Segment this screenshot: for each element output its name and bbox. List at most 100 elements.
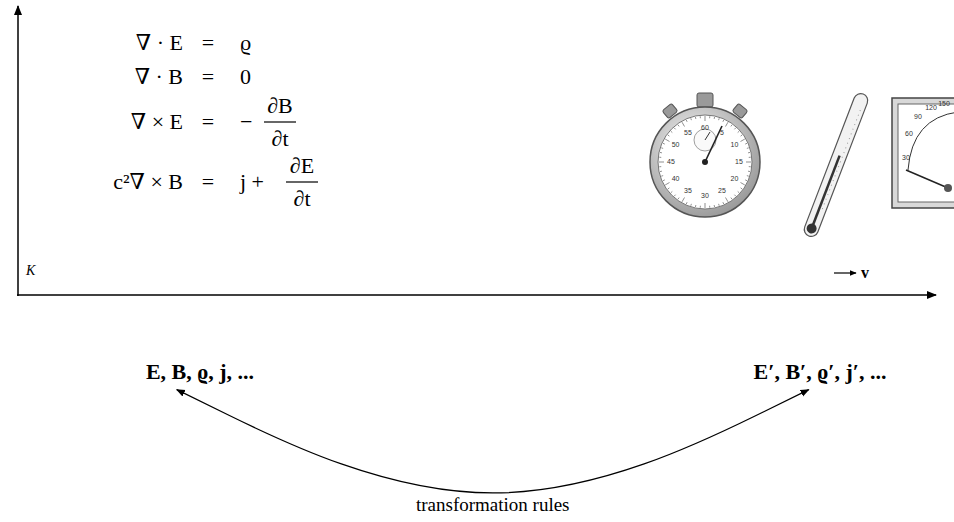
stopwatch-tick — [671, 191, 672, 192]
stopwatch-tick — [690, 118, 692, 120]
fraction-denominator: ∂t — [272, 127, 289, 151]
frame-label: K — [26, 263, 35, 278]
stopwatch-tick — [738, 191, 739, 192]
thermometer-icon — [802, 92, 870, 239]
equation-lhs: ∇ · E — [136, 31, 183, 55]
dial-number: 45 — [667, 158, 675, 166]
stopwatch-tick — [668, 188, 670, 189]
dial-number: 25 — [718, 188, 726, 196]
meter-face — [898, 104, 954, 202]
stopwatch-tick — [660, 152, 662, 153]
scale-number: 150 — [938, 100, 950, 108]
stopwatch-tick — [678, 125, 679, 127]
stopwatch-tick — [674, 128, 675, 129]
stopwatch-crown — [697, 93, 713, 107]
stopwatch-tick — [709, 206, 710, 208]
stopwatch-tick — [665, 139, 669, 142]
stopwatch-tick — [741, 135, 743, 136]
stopwatch-tick — [700, 116, 701, 118]
quantity-list: E, B, ϱ, j, ... — [146, 359, 254, 384]
meter-case — [892, 98, 954, 208]
stopwatch-tick — [718, 118, 720, 120]
stopwatch-subhand — [705, 132, 710, 140]
stopwatch-tick — [709, 116, 710, 118]
stopwatch-case — [650, 107, 760, 217]
stopwatch-icon — [650, 93, 760, 217]
stopwatch-dial — [658, 115, 752, 209]
velocity-arrow — [834, 272, 856, 273]
stopwatch-tick — [726, 122, 729, 126]
equation-lhs: c²∇ × B — [113, 170, 183, 194]
meter-pivot — [944, 184, 952, 192]
equation-rhs: 0 — [240, 65, 251, 89]
stopwatch-tick — [745, 179, 747, 181]
stopwatch-tick — [718, 204, 720, 206]
equation-rhs: j + — [240, 170, 264, 194]
meter-scale-arc — [908, 112, 954, 170]
fraction-bar — [264, 121, 296, 122]
stopwatch-tick — [749, 166, 751, 167]
scale-number: 60 — [905, 130, 913, 138]
thermometer-body — [802, 92, 870, 239]
stopwatch-tick — [690, 204, 692, 206]
dial-number: 50 — [672, 141, 680, 149]
stopwatch-tick — [686, 202, 688, 204]
stopwatch-tick — [661, 175, 663, 177]
dial-number: 35 — [684, 188, 692, 196]
stopwatch-tick — [700, 206, 701, 208]
stopwatch-tick — [659, 157, 661, 158]
scale-number: 30 — [902, 154, 910, 162]
velocity-label: v — [861, 264, 869, 282]
stopwatch-tick — [663, 179, 665, 181]
stopwatch-tick — [748, 152, 750, 153]
dial-number: 60 — [701, 124, 709, 132]
stopwatch-tick — [668, 135, 670, 136]
quantity-set: E′, B′, ϱ′, j′, ... — [750, 357, 891, 386]
stopwatch-tick — [748, 171, 750, 172]
stopwatch-tick — [747, 147, 749, 149]
stopwatch-tick — [731, 125, 732, 127]
dial-number: 5 — [720, 129, 724, 137]
stopwatch-tick — [660, 171, 662, 172]
stopwatch-hub — [702, 159, 708, 165]
vertical-axis — [17, 6, 19, 296]
stopwatch-tick — [734, 195, 735, 196]
stopwatch-tick — [695, 117, 696, 119]
stopwatch-tick — [678, 198, 679, 200]
stopwatch-tick — [665, 183, 669, 186]
equals-sign: = — [202, 110, 214, 134]
scale-number: 120 — [925, 104, 937, 112]
stopwatch-tick — [741, 183, 745, 186]
stopwatch-tick — [659, 166, 661, 167]
stopwatch-tick — [674, 195, 675, 196]
stopwatch-tick — [682, 122, 685, 126]
fraction-denominator: ∂t — [294, 187, 311, 211]
stopwatch-tick — [659, 162, 664, 163]
meter-icon — [892, 98, 954, 208]
dial-number: 55 — [684, 129, 692, 137]
dial-number: 15 — [735, 158, 743, 166]
stopwatch-tick — [671, 131, 672, 132]
fraction-bar — [286, 181, 318, 182]
dial-number: 40 — [672, 175, 680, 183]
stopwatch-tick — [734, 128, 735, 129]
stopwatch-tick — [745, 143, 747, 145]
fraction-numerator: ∂B — [267, 94, 293, 118]
stopwatch-ticks — [659, 116, 751, 208]
stopwatch-tick — [661, 147, 663, 149]
equals-sign: = — [202, 31, 214, 55]
quantity-set: E, B, ϱ, j, ... — [142, 357, 258, 386]
dial-number: 30 — [701, 192, 709, 200]
thermometer-scale — [821, 110, 860, 213]
stopwatch-tick — [747, 175, 749, 177]
stopwatch-tick — [695, 205, 696, 207]
dial-number: 20 — [731, 175, 739, 183]
stopwatch-tick — [741, 139, 745, 142]
stopwatch-tick — [741, 188, 743, 189]
stopwatch-tick — [663, 143, 665, 145]
fraction-numerator: ∂E — [290, 154, 314, 178]
equation-lhs: ∇ · B — [135, 65, 183, 89]
stopwatch-tick — [682, 198, 685, 202]
meter-needle — [906, 170, 948, 188]
